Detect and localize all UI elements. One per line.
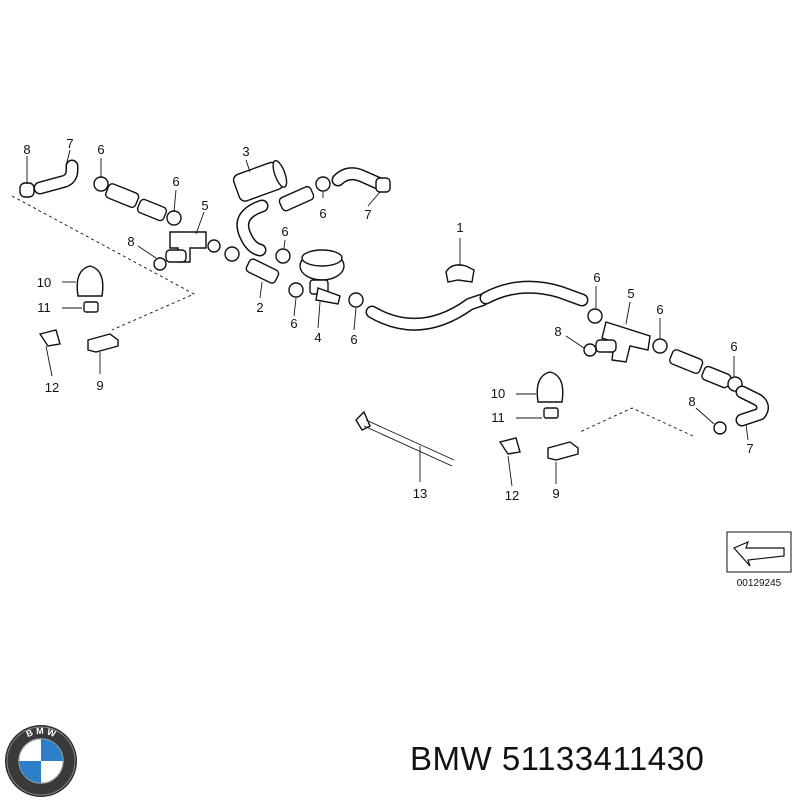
callout-6: 6: [730, 339, 737, 354]
callout-6: 6: [319, 206, 326, 221]
callout-6: 6: [290, 316, 297, 331]
callout-6: 6: [656, 302, 663, 317]
callout-6: 6: [281, 224, 288, 239]
callout-6: 6: [350, 332, 357, 347]
arrow-icon: [732, 540, 785, 567]
clip-1: [445, 264, 475, 283]
callout-1: 1: [456, 220, 463, 235]
callout-13: 13: [413, 486, 427, 501]
callout-6: 6: [593, 270, 600, 285]
callout-3: 3: [242, 144, 249, 159]
callout-4: 4: [314, 330, 321, 345]
callout-12: 12: [505, 488, 519, 503]
guide-line-left: [11, 195, 196, 331]
callout-10: 10: [491, 386, 505, 401]
guide-line-right: [579, 407, 694, 437]
leader-lines: [26, 149, 749, 487]
callout-5: 5: [201, 198, 208, 213]
callout-10: 10: [37, 275, 51, 290]
callout-12: 12: [45, 380, 59, 395]
brand-part-number: BMW 51133411430: [410, 740, 705, 777]
callout-7: 7: [66, 136, 73, 151]
right-hose-assembly: [583, 308, 770, 435]
callout-labels: 8 7 6 6 5 8 3 6 7 6 2 6 4 6 10 11 12 9 1…: [23, 136, 753, 503]
callout-9: 9: [552, 486, 559, 501]
callout-8: 8: [127, 234, 134, 249]
callout-8: 8: [688, 394, 695, 409]
callout-6: 6: [97, 142, 104, 157]
cable-tie-13: [355, 410, 455, 467]
logo-text: B M W: [25, 726, 58, 739]
callout-8: 8: [23, 142, 30, 157]
left-upper-hose-assembly: [19, 159, 221, 271]
callout-11: 11: [37, 300, 51, 315]
callout-11: 11: [491, 410, 505, 425]
callout-7: 7: [746, 441, 753, 456]
callout-7: 7: [364, 207, 371, 222]
reference-box: 00129245: [726, 531, 792, 589]
left-nozzle-group: [38, 265, 119, 353]
callout-5: 5: [627, 286, 634, 301]
center-hose-assembly: [224, 159, 589, 331]
reference-number: 00129245: [737, 578, 782, 589]
callout-8: 8: [554, 324, 561, 339]
callout-9: 9: [96, 378, 103, 393]
right-nozzle-group: [498, 371, 579, 461]
bmw-logo: B M W: [5, 725, 77, 797]
callout-6: 6: [172, 174, 179, 189]
callout-2: 2: [256, 300, 263, 315]
